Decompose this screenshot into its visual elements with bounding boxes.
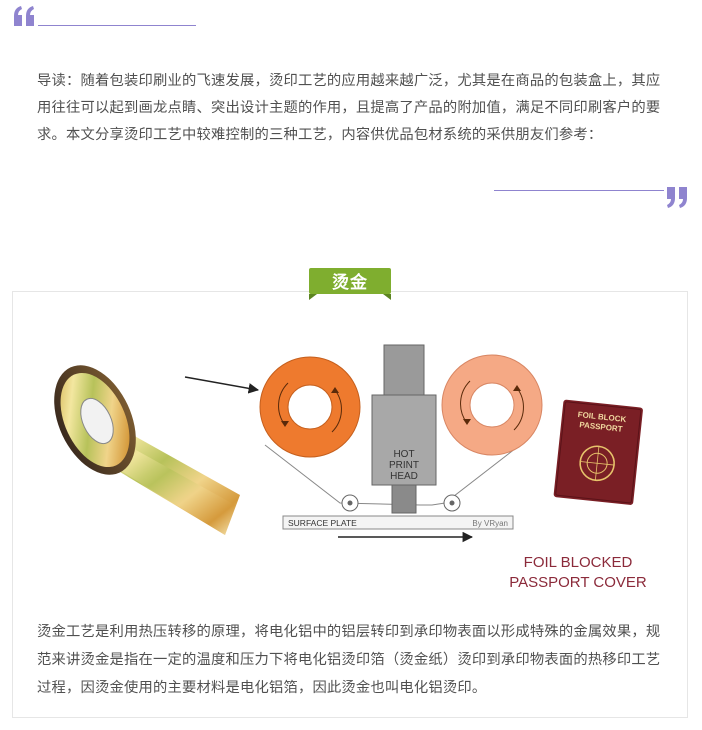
surface-plate-label: SURFACE PLATE [288, 518, 357, 528]
hot-print-head: HOT PRINT HEAD [371, 344, 437, 514]
passport-caption-line-1: FOIL BLOCKED [524, 554, 633, 571]
take-up-roller [441, 354, 543, 456]
intro-paragraph: 导读：随着包装印刷业的飞速发展，烫印工艺的应用越来越广泛，尤其是在商品的包装盒上… [37, 73, 661, 143]
quote-divider-bottom [494, 190, 664, 191]
passport-image: FOIL BLOCK PASSPORT [553, 399, 643, 505]
section-body-paragraph: 烫金工艺是利用热压转移的原理，将电化铝中的铝层转印到承印物表面以形成特殊的金属效… [37, 624, 661, 696]
foil-roll-image [54, 365, 240, 535]
emblem-icon [579, 445, 615, 482]
feed-roller [259, 356, 361, 458]
quote-open-icon [14, 6, 34, 26]
quote-close-icon [667, 187, 687, 208]
diagram-credit: By VRyan [472, 519, 508, 528]
quote-divider-top [38, 25, 196, 26]
foil-stamping-diagram: HOT PRINT HEAD SURFACE PLATE By VRyan FO… [54, 344, 647, 591]
head-label-line-1: HOT [393, 449, 414, 460]
section-tag-label: 烫金 [332, 273, 368, 293]
surface-plate: SURFACE PLATE By VRyan [282, 515, 514, 530]
passport-caption-line-2: PASSPORT COVER [509, 574, 647, 591]
section-tag-shape [309, 268, 391, 300]
head-label-line-3: HEAD [390, 471, 418, 482]
head-label-line-2: PRINT [389, 460, 419, 471]
